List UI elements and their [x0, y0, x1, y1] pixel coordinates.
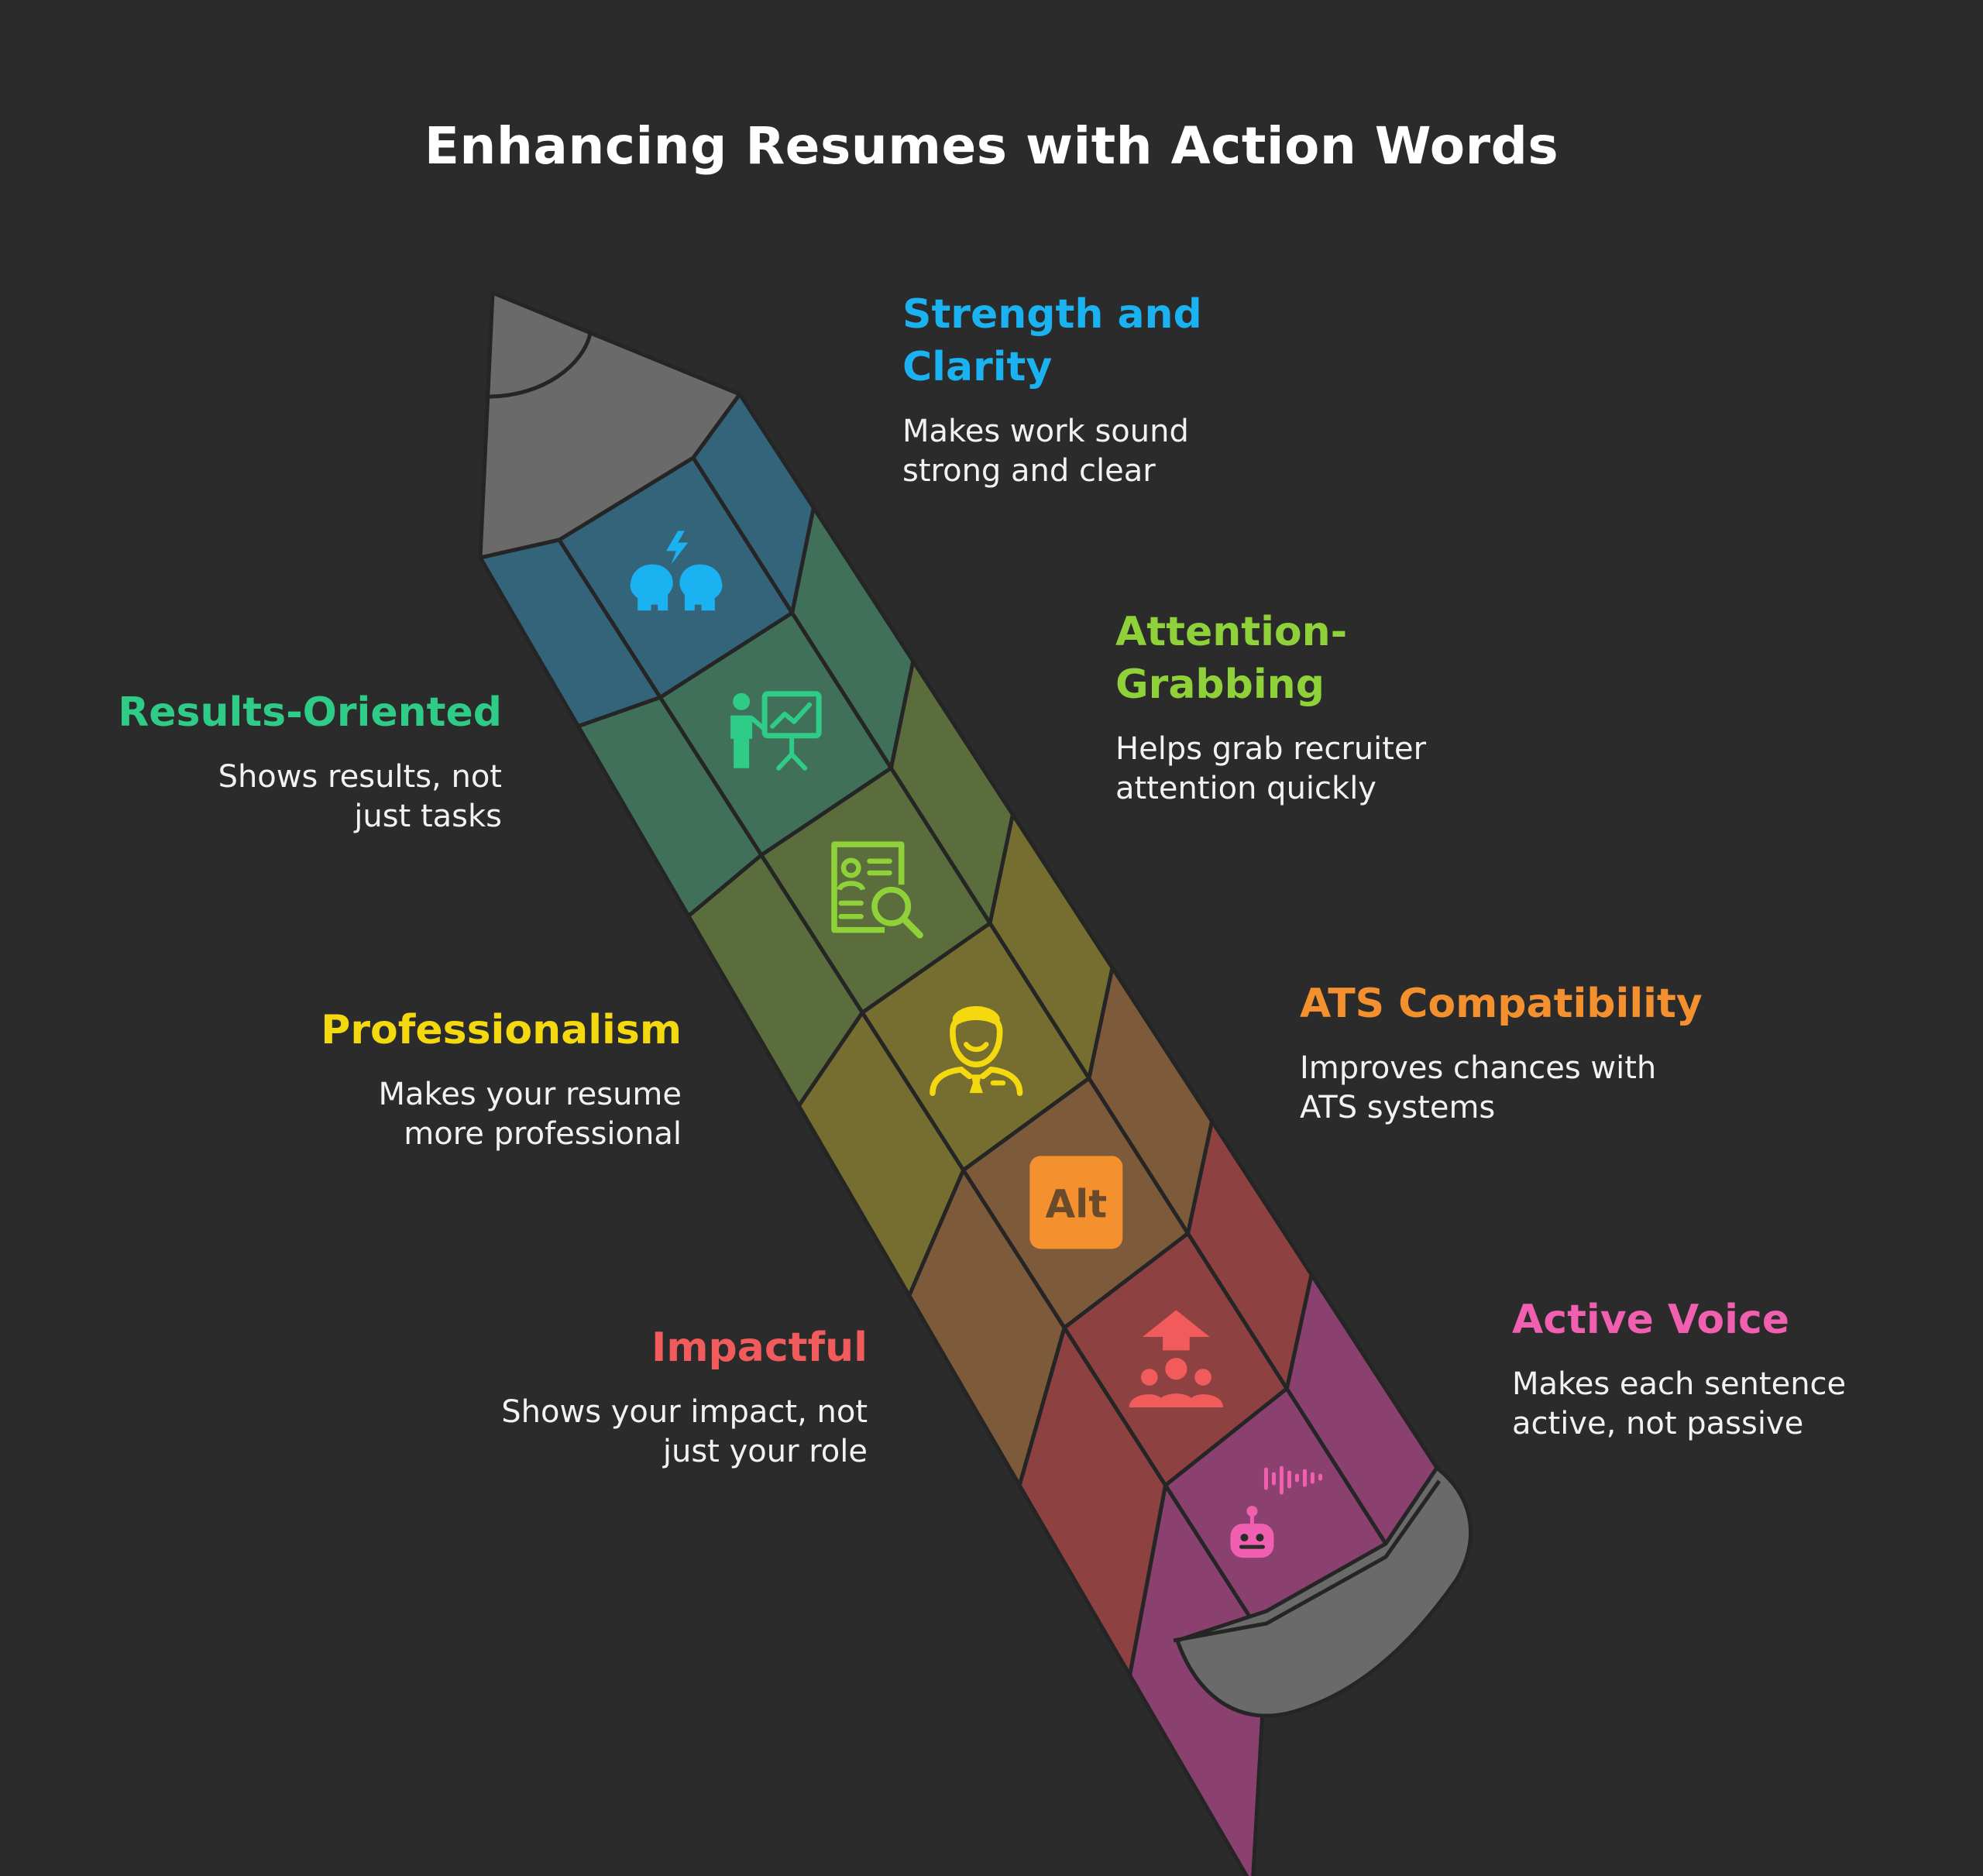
- alt-key-icon: Alt: [1029, 1156, 1123, 1249]
- label-active-voice: Active Voice Makes each sentence active,…: [1512, 1294, 1983, 1444]
- label-results-oriented: Results-Oriented Shows results, not just…: [6, 686, 502, 837]
- label-attention-grabbing: Attention-Grabbing Helps grab recruiter …: [1115, 606, 1611, 809]
- label-heading: Strength and Clarity: [902, 291, 1202, 390]
- pencil-ferrule-line: [1173, 1479, 1442, 1643]
- label-heading: Impactful: [651, 1325, 868, 1371]
- label-strength-and-clarity: Strength and Clarity Makes work sound st…: [902, 288, 1398, 491]
- page-title: Enhancing Resumes with Action Words: [424, 116, 1559, 176]
- label-description: Makes work sound strong and clear: [902, 414, 1189, 489]
- label-heading: Active Voice: [1512, 1297, 1790, 1343]
- label-description: Shows results, not just tasks: [218, 759, 502, 834]
- alt-key-background: [1029, 1156, 1123, 1249]
- pencil-tip-curve: [487, 332, 593, 399]
- label-description: Makes each sentence active, not passive: [1512, 1366, 1847, 1441]
- alt-key-label: Alt: [1045, 1181, 1107, 1226]
- label-heading: Attention-Grabbing: [1115, 609, 1348, 708]
- label-description: Shows your impact, not just your role: [501, 1394, 868, 1469]
- label-heading: Results-Oriented: [118, 689, 502, 736]
- label-description: Improves chances with ATS systems: [1300, 1050, 1657, 1125]
- label-ats-compatibility: ATS Compatibility Improves chances with …: [1300, 978, 1796, 1128]
- pencil-icons: Alt: [630, 531, 1321, 1558]
- label-heading: Professionalism: [321, 1007, 682, 1053]
- label-heading: ATS Compatibility: [1300, 981, 1703, 1027]
- label-professionalism: Professionalism Makes your resume more p…: [186, 1004, 682, 1154]
- label-description: Makes your resume more professional: [378, 1077, 682, 1152]
- label-impactful: Impactful Shows your impact, not just yo…: [372, 1321, 868, 1472]
- label-description: Helps grab recruiter attention quickly: [1115, 731, 1427, 806]
